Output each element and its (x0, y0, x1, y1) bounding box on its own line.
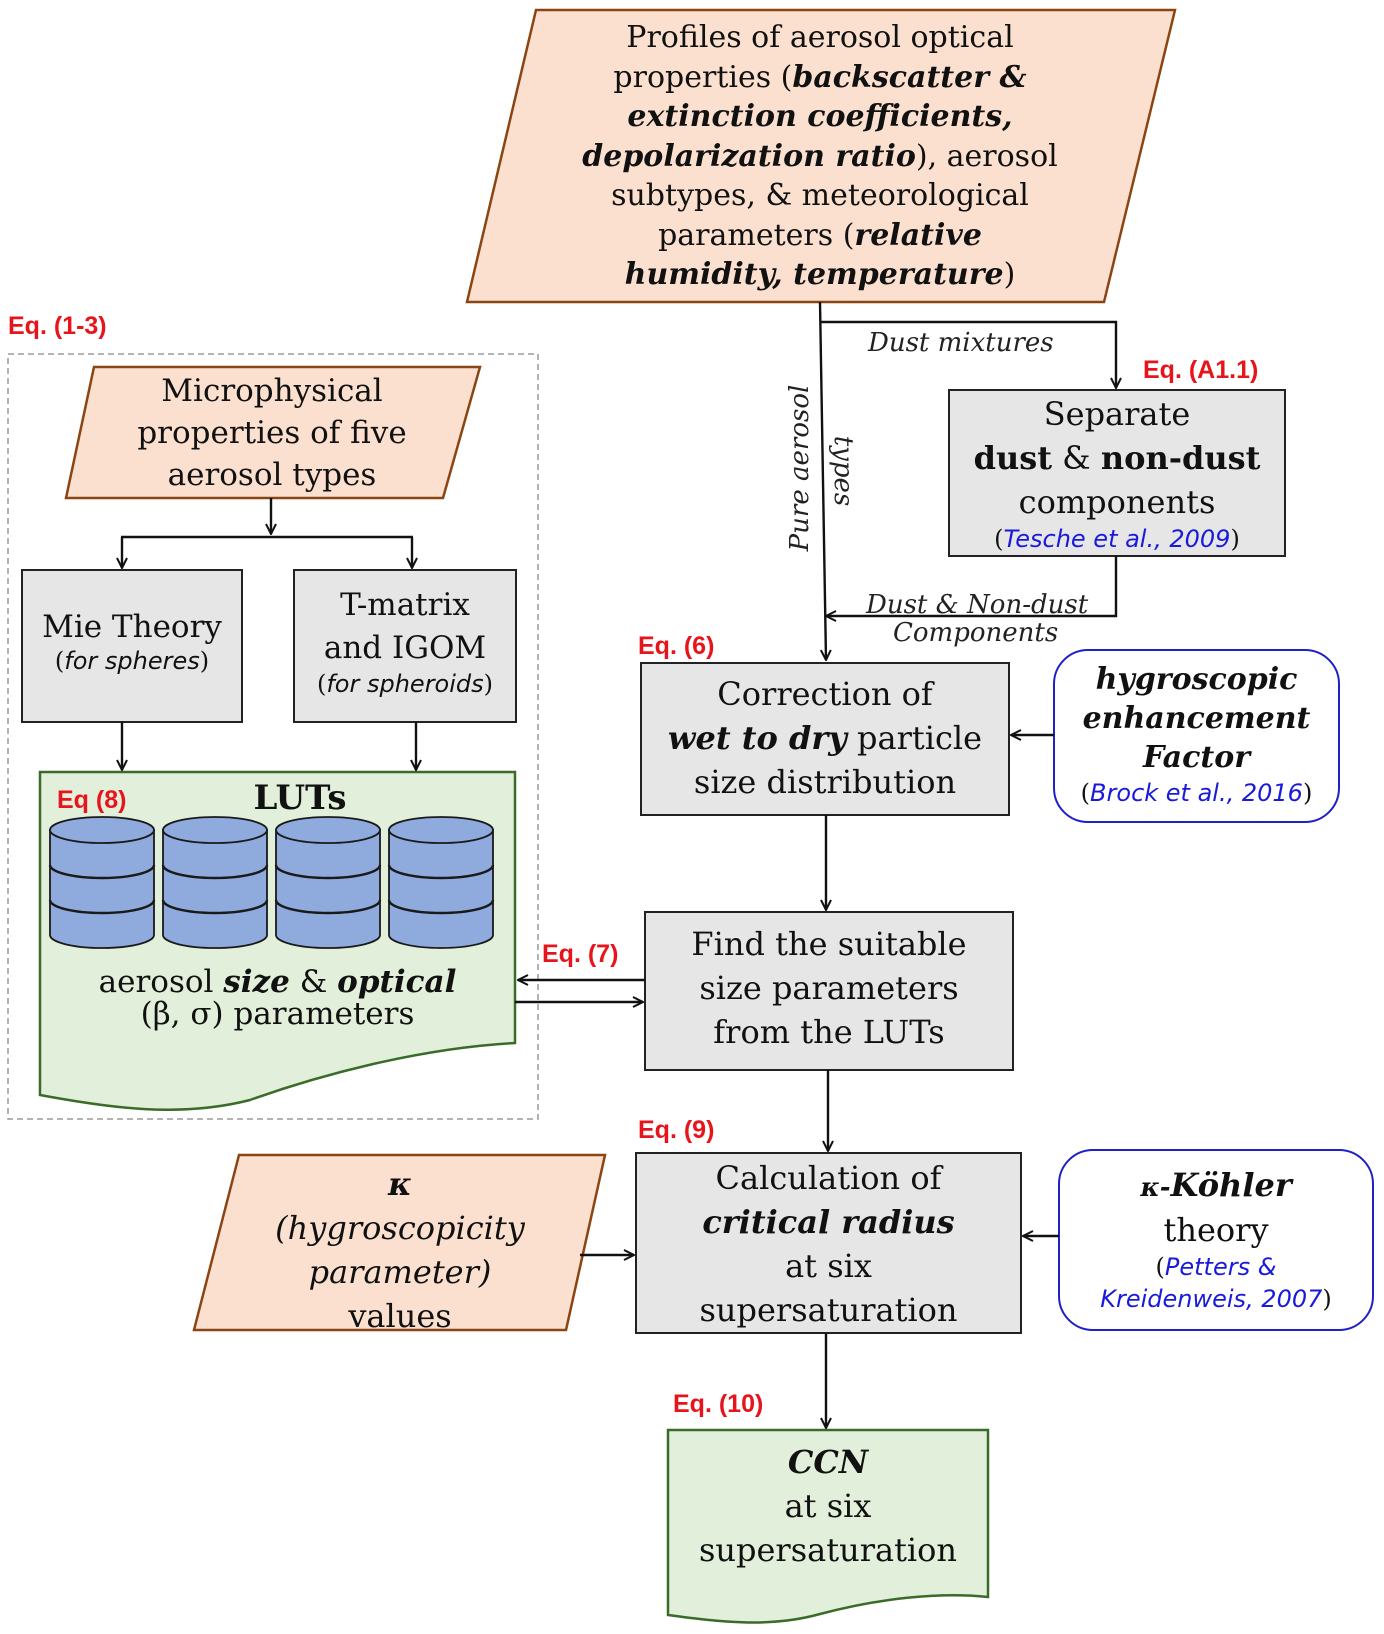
edge-label-dust-mixtures: Dust mixtures (868, 328, 1054, 358)
profiles-line: depolarization ratio), aerosol (582, 138, 1058, 174)
correction-text: Correction of wet to dry particle size d… (667, 675, 983, 801)
microphysical-input-text: Microphysical properties of five aerosol… (137, 373, 407, 493)
lut-group-dashed-border (7, 353, 539, 1120)
kohler-theory-text: κ-Köhler theory (Petters & Kreidenweis, … (1100, 1166, 1332, 1313)
mie-theory-box (21, 569, 243, 723)
database-icon (387, 816, 495, 949)
mie-theory-text: Mie Theory (for spheres) (42, 609, 222, 675)
citation-tesche: Tesche et al., 2009 (1003, 525, 1231, 553)
edge-label-types: types (828, 435, 858, 507)
eq-label-1-3: Eq. (1-3) (8, 312, 107, 340)
profiles-input-shape (465, 8, 1177, 304)
arrow-pure-aerosol (818, 301, 826, 660)
arrow-dust-mixtures (820, 320, 1116, 388)
hygroscopic-factor-text: hygroscopic enhancement Factor (Brock et… (1080, 662, 1313, 807)
luts-description: aerosol size & optical (β, σ) parameters (98, 964, 457, 1032)
microphysical-input-shape (64, 365, 482, 500)
eq-label-9: Eq. (9) (638, 1116, 715, 1144)
profiles-line: Profiles of aerosol optical (626, 20, 1014, 55)
ccn-document-shape (666, 1428, 990, 1624)
database-group (48, 816, 495, 949)
citation-kreidenweis: Kreidenweis, 2007 (1100, 1285, 1323, 1313)
ccn-output-text: CCN at six supersaturation (698, 1443, 958, 1569)
connectors (121, 301, 1118, 1428)
find-parameters-box (644, 911, 1014, 1071)
eq-label-7: Eq. (7) (542, 940, 619, 968)
critical-radius-text: Calculation of critical radius at six su… (699, 1159, 958, 1329)
kohler-theory-box (1058, 1149, 1374, 1331)
eq-label-a1-1: Eq. (A1.1) (1143, 356, 1259, 384)
kappa-input-text: κ (hygroscopicity parameter) values (275, 1165, 525, 1335)
critical-radius-box (635, 1152, 1022, 1334)
database-icon (274, 816, 382, 949)
edge-label-dust-nondust: Dust & Non-dust (866, 590, 1089, 620)
arrow-dust-nondust-components (826, 556, 1118, 616)
kappa-input-shape (192, 1153, 607, 1332)
tmatrix-box (293, 569, 517, 723)
separate-dust-text: Separate dust & non-dust components (Tes… (973, 395, 1261, 553)
database-icon (48, 816, 156, 949)
eq-label-10: Eq. (10) (673, 1390, 764, 1418)
luts-title: LUTs (253, 778, 347, 818)
profiles-line: parameters (relative (658, 217, 982, 253)
profiles-line: extinction coefficients, (627, 99, 1013, 134)
edge-label-components: Components (893, 618, 1059, 648)
correction-box (640, 662, 1010, 816)
edge-label-pure-aerosol: Pure aerosol (785, 384, 815, 552)
profiles-line: humidity, temperature) (624, 257, 1016, 292)
database-icon (161, 816, 269, 949)
profiles-line: subtypes, & meteorological (611, 178, 1029, 213)
eq-label-8: Eq (8) (57, 786, 127, 814)
profiles-input-text: Profiles of aerosol optical properties (… (520, 18, 1120, 295)
citation-petters: Petters & (1164, 1253, 1277, 1281)
profiles-line: properties (backscatter & (613, 59, 1027, 95)
citation-brock: Brock et al., 2016 (1090, 779, 1303, 807)
find-parameters-text: Find the suitable size parameters from t… (691, 925, 967, 1051)
separate-dust-box (948, 389, 1286, 557)
tmatrix-text: T-matrix and IGOM (for spheroids) (316, 587, 494, 698)
eq-label-6: Eq. (6) (638, 632, 715, 660)
